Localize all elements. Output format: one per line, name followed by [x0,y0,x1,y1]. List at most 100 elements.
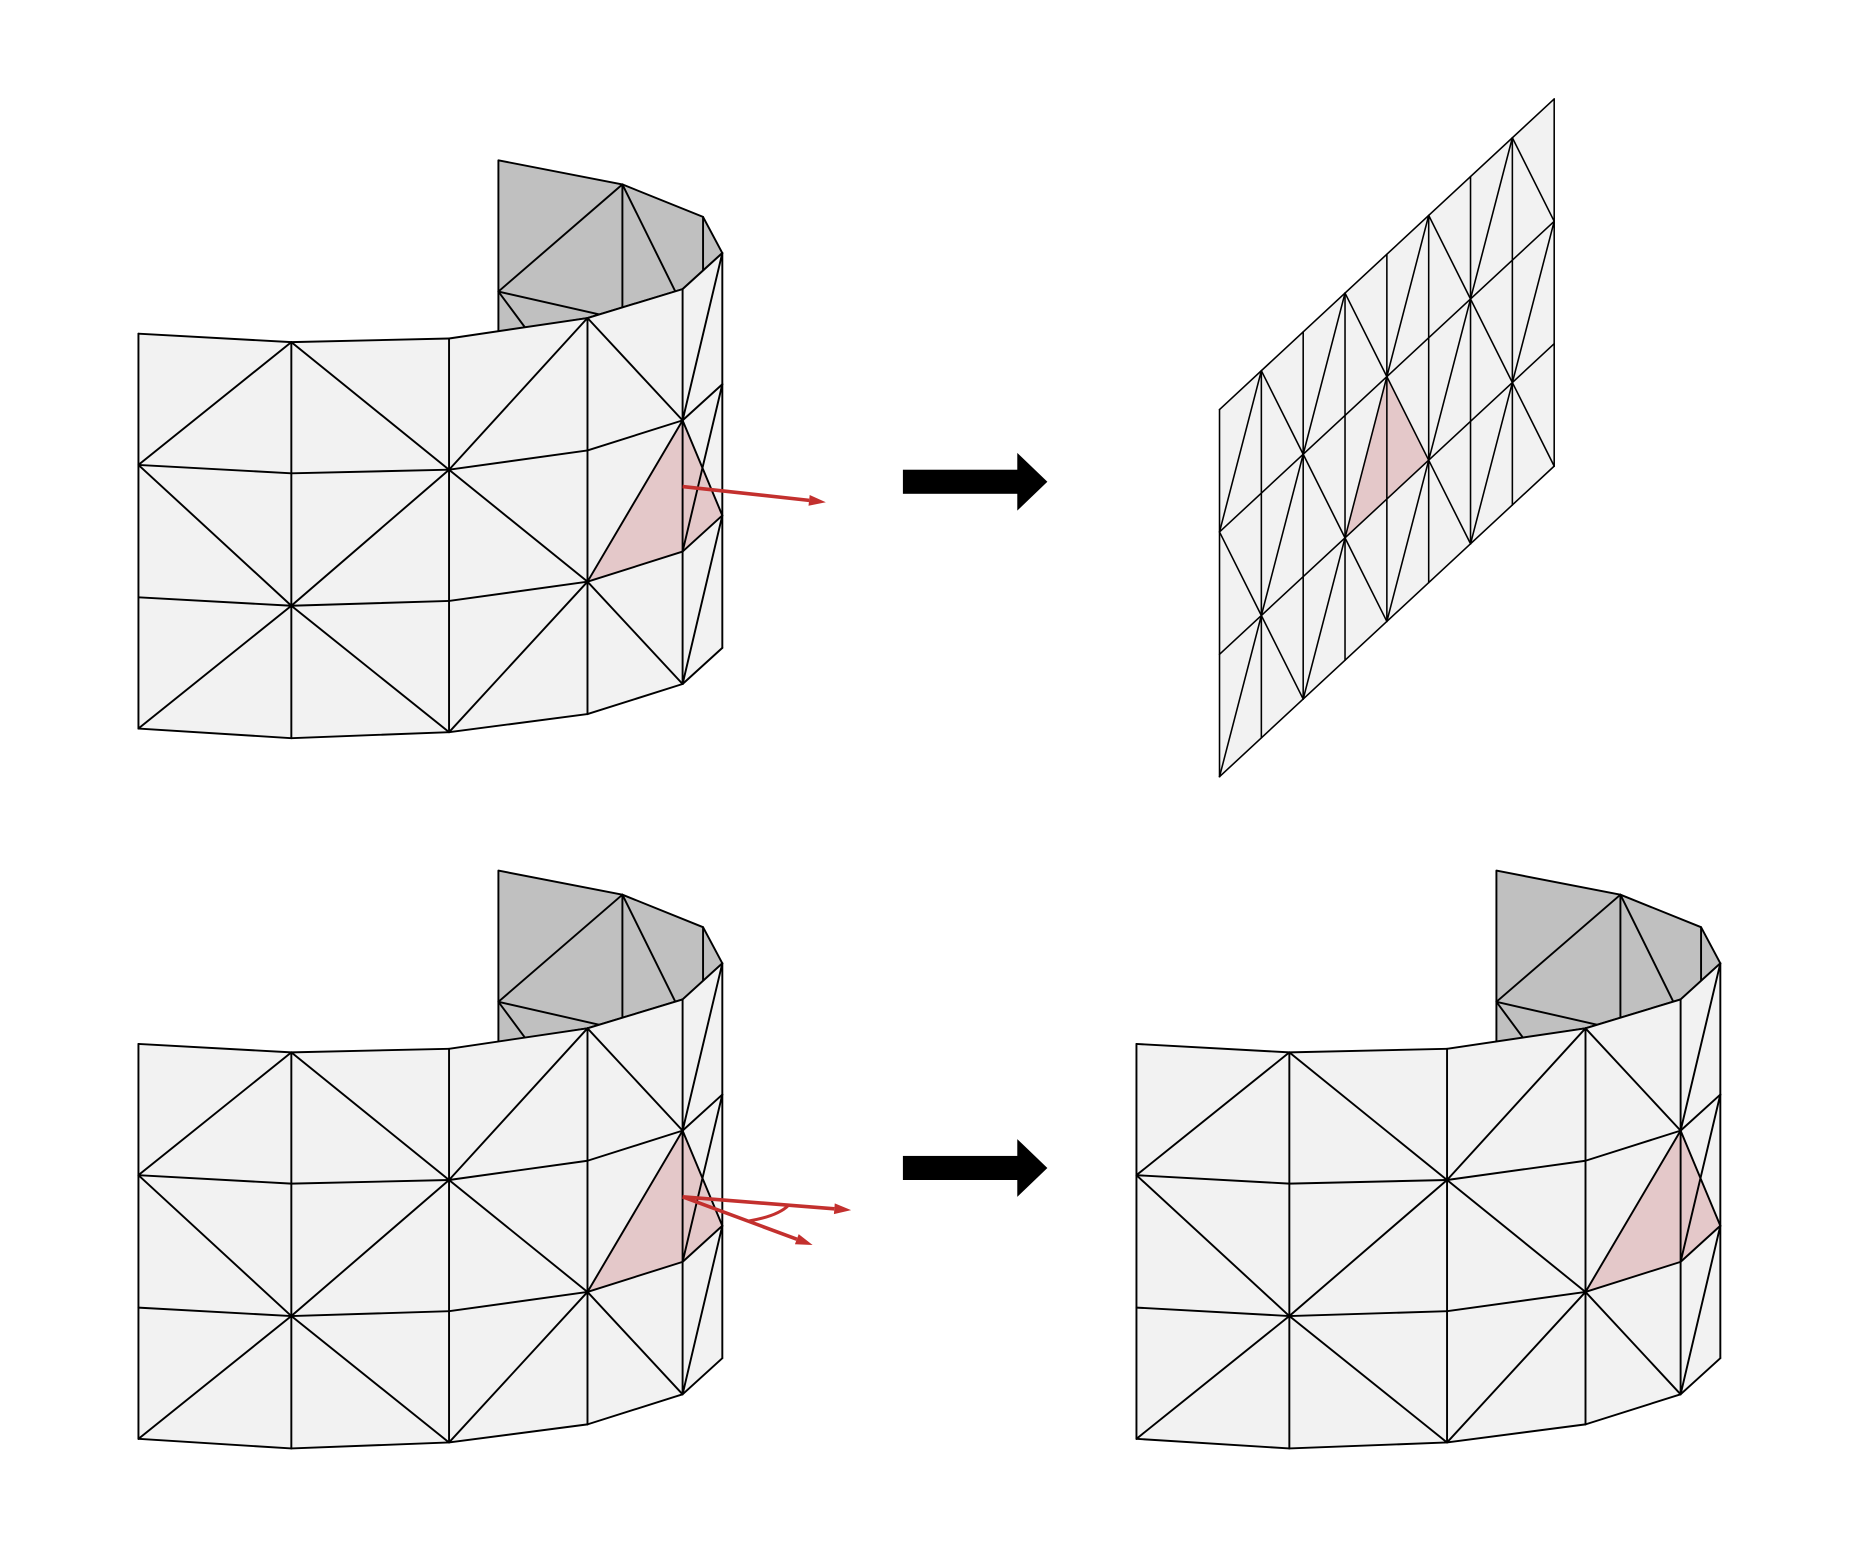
mesh-row-edge [586,998,684,1030]
mesh-row-edge [681,252,724,291]
back-mesh-edge [497,290,606,317]
back-mesh-edge [497,1000,606,1027]
right-arrow-icon [902,1139,1048,1197]
flat-mesh-diagonal-edge [1469,136,1514,300]
mesh-row-edge [290,1310,451,1318]
mesh-row-edge [586,288,684,319]
flat-mesh-diagonal-edge [1260,453,1304,617]
mesh-diagonal-edge [681,962,724,1132]
mesh-row-edge [448,1423,589,1444]
target-normal-arrow [682,1195,852,1215]
mesh-row-edge [1679,1093,1722,1132]
flat-mesh-diagonal-edge [1344,375,1388,539]
flat-mesh-diagonal-edge [1469,381,1514,545]
mesh-row-edge [1584,998,1682,1030]
mesh-row-edge [290,468,451,475]
normal-arrow-shaft [682,484,810,503]
mesh-diagonal-edge [1679,1224,1722,1396]
mesh-diagonal-edge [290,604,451,734]
mesh-diagonal-edge [1446,1290,1587,1444]
mesh-row-edge [1288,1441,1449,1450]
mesh-diagonal-edge [586,580,684,685]
mesh-diagonal-edge [586,317,684,422]
mesh-diagonal-edge [137,341,293,466]
normal-arrow-shaft [682,1195,835,1211]
mesh-diagonal-edge [586,1129,684,1293]
mesh-diagonal-edge [448,1027,589,1181]
mesh-diagonal-edge [1584,1290,1682,1396]
mesh-row-edge [1679,1224,1722,1263]
mesh-row-edge [137,463,293,475]
normal-arrow-head [808,495,826,506]
flat-mesh-diagonal-edge [1218,531,1263,617]
mesh-diagonal-edge [586,1027,684,1132]
flat-mesh-diagonal-edge [1218,614,1263,778]
mesh-diagonal-edge [1679,962,1722,1132]
mesh-row-edge [1584,1129,1682,1162]
mesh-row-edge [1288,1179,1449,1185]
mesh-row-edge [290,337,451,344]
mesh-row-edge [1135,1043,1291,1054]
mesh-row-edge [1584,1260,1682,1293]
mesh-diagonal-edge [586,1290,684,1396]
flat-mesh-diagonal-edge [1427,298,1472,461]
flat-mesh-diagonal-edge [1511,381,1555,467]
mesh-diagonal-edge [448,1179,589,1293]
flat-mesh-diagonal-edge [1344,292,1388,378]
mesh-row-edge [137,596,293,607]
mesh-diagonal-edge [681,514,724,685]
mesh-row-edge [1446,1027,1587,1050]
highlighted-triangle [587,420,723,582]
flat-mesh-diagonal-edge [1302,453,1346,539]
flat-mesh-diagonal-edge [1427,459,1472,545]
mesh-diagonal-edge [137,1174,293,1318]
mesh-row-edge [290,731,451,740]
arrow-head [1017,1139,1048,1197]
flat-mesh-diagonal-edge [1511,220,1555,384]
flat-mesh-diagonal-edge [1302,292,1346,456]
mesh-row-edge [1135,1306,1291,1318]
flat-mesh-diagonal-edge [1260,614,1304,700]
mesh-row-edge [1446,1159,1587,1181]
back-mesh-edge [621,893,677,1003]
mesh-diagonal-edge [1288,1051,1449,1181]
mesh-row-edge [1288,1047,1449,1054]
mesh-diagonal-edge [137,1051,293,1177]
flattened-mesh-top-right [1218,98,1555,778]
mesh-diagonal-edge [1135,1174,1291,1318]
mesh-row-edge [137,1306,293,1318]
back-mesh-edge [1495,1000,1604,1027]
flat-mesh-diagonal-edge [1386,214,1430,378]
mesh-row-edge [1288,1310,1449,1318]
mesh-diagonal-edge [681,252,724,422]
right-arrow-icon [902,452,1048,511]
mesh-diagonal-edge [1135,1315,1291,1440]
mesh-diagonal-edge [448,317,589,471]
mesh-row-edge [1446,1290,1587,1313]
mesh-row-edge [290,1047,451,1054]
mesh-row-edge [1679,1357,1722,1396]
mesh-diagonal-edge [1584,1129,1682,1293]
flat-mesh-diagonal-edge [1344,537,1388,623]
mesh-diagonal-edge [137,1315,293,1440]
back-mesh-edge [497,290,528,330]
mesh-diagonal-edge [137,604,293,730]
back-mesh-edge [497,1000,528,1041]
mesh-diagonal-edge [448,1290,589,1444]
mesh-diagonal-edge [586,419,684,583]
highlighted-triangle [1585,1130,1721,1292]
curved-mesh-bottom-right [1135,869,1722,1450]
flat-mesh-diagonal-edge [1469,298,1514,384]
mesh-row-edge [586,1393,684,1426]
mesh-row-edge [448,449,589,471]
mesh-row-edge [290,599,451,607]
mesh-row-edge [448,713,589,734]
back-mesh-edge [497,183,624,293]
mesh-row-edge [1679,962,1722,1001]
mesh-row-edge [1446,1423,1587,1444]
mesh-diagonal-edge [1288,1179,1449,1318]
flat-mesh-diagonal-edge [1386,375,1430,461]
normal-arrow-head [794,1234,813,1246]
mesh-row-edge [137,1043,293,1054]
